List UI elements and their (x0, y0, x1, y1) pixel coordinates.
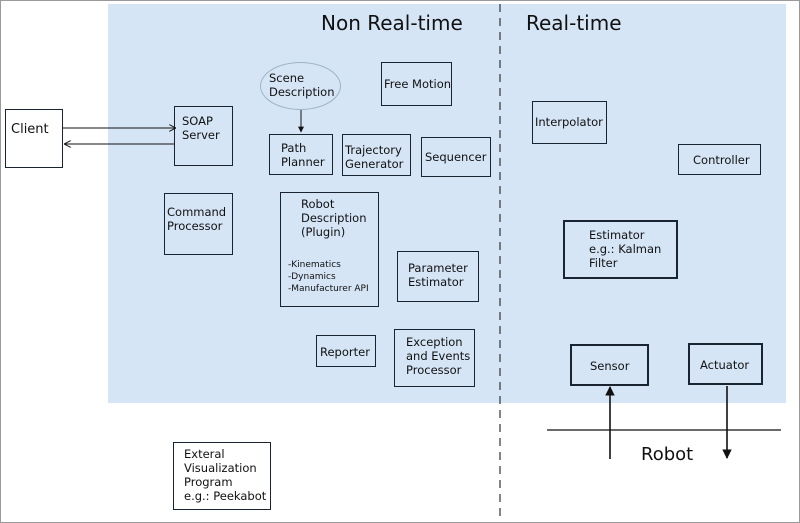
scene-description-ellipse: Scene Description (260, 62, 341, 110)
parameter-estimator-box: Parameter Estimator (397, 251, 479, 302)
trajectory-generator-label: Trajectory Generator (345, 143, 404, 171)
robot-description-box: Robot Description (Plugin) -Kinematics -… (280, 192, 379, 307)
sensor-box: Sensor (570, 344, 649, 386)
client-label: Client (11, 122, 49, 137)
visualization-box: Exteral Visualization Program e.g.: Peek… (173, 442, 271, 510)
path-planner-label: Path Planner (281, 141, 325, 169)
sensor-label: Sensor (590, 359, 630, 373)
reporter-box: Reporter (316, 335, 376, 367)
scene-description-label: Scene Description (269, 71, 335, 99)
command-processor-box: Command Processor (164, 193, 233, 255)
interpolator-box: Interpolator (532, 101, 607, 144)
path-planner-box: Path Planner (269, 134, 333, 175)
controller-box: Controller (678, 144, 761, 175)
estimator-box: Estimator e.g.: Kalman Filter (563, 220, 678, 279)
sequencer-label: Sequencer (425, 150, 487, 164)
controller-label: Controller (693, 153, 750, 167)
parameter-estimator-label: Parameter Estimator (408, 261, 468, 289)
real-time-heading: Real-time (526, 11, 622, 35)
command-processor-label: Command Processor (167, 205, 227, 233)
interpolator-label: Interpolator (535, 115, 603, 129)
non-real-time-heading: Non Real-time (321, 11, 463, 35)
actuator-box: Actuator (688, 343, 763, 385)
exception-processor-box: Exception and Events Processor (394, 329, 475, 387)
free-motion-label: Free Motion (384, 77, 452, 91)
free-motion-box: Free Motion (381, 62, 452, 106)
soap-server-box: SOAP Server (174, 106, 233, 166)
sequencer-box: Sequencer (421, 137, 491, 177)
reporter-label: Reporter (320, 345, 370, 359)
client-box: Client (5, 109, 63, 168)
trajectory-generator-box: Trajectory Generator (342, 134, 411, 176)
robot-description-label: Robot Description (Plugin) (301, 197, 367, 239)
robot-label: Robot (641, 444, 694, 465)
robot-description-details: -Kinematics -Dynamics -Manufacturer API (288, 260, 369, 294)
visualization-label: Exteral Visualization Program e.g.: Peek… (184, 447, 267, 503)
soap-server-label: SOAP Server (182, 114, 220, 142)
actuator-label: Actuator (700, 358, 750, 372)
exception-processor-label: Exception and Events Processor (406, 335, 471, 377)
estimator-label: Estimator e.g.: Kalman Filter (589, 228, 662, 270)
